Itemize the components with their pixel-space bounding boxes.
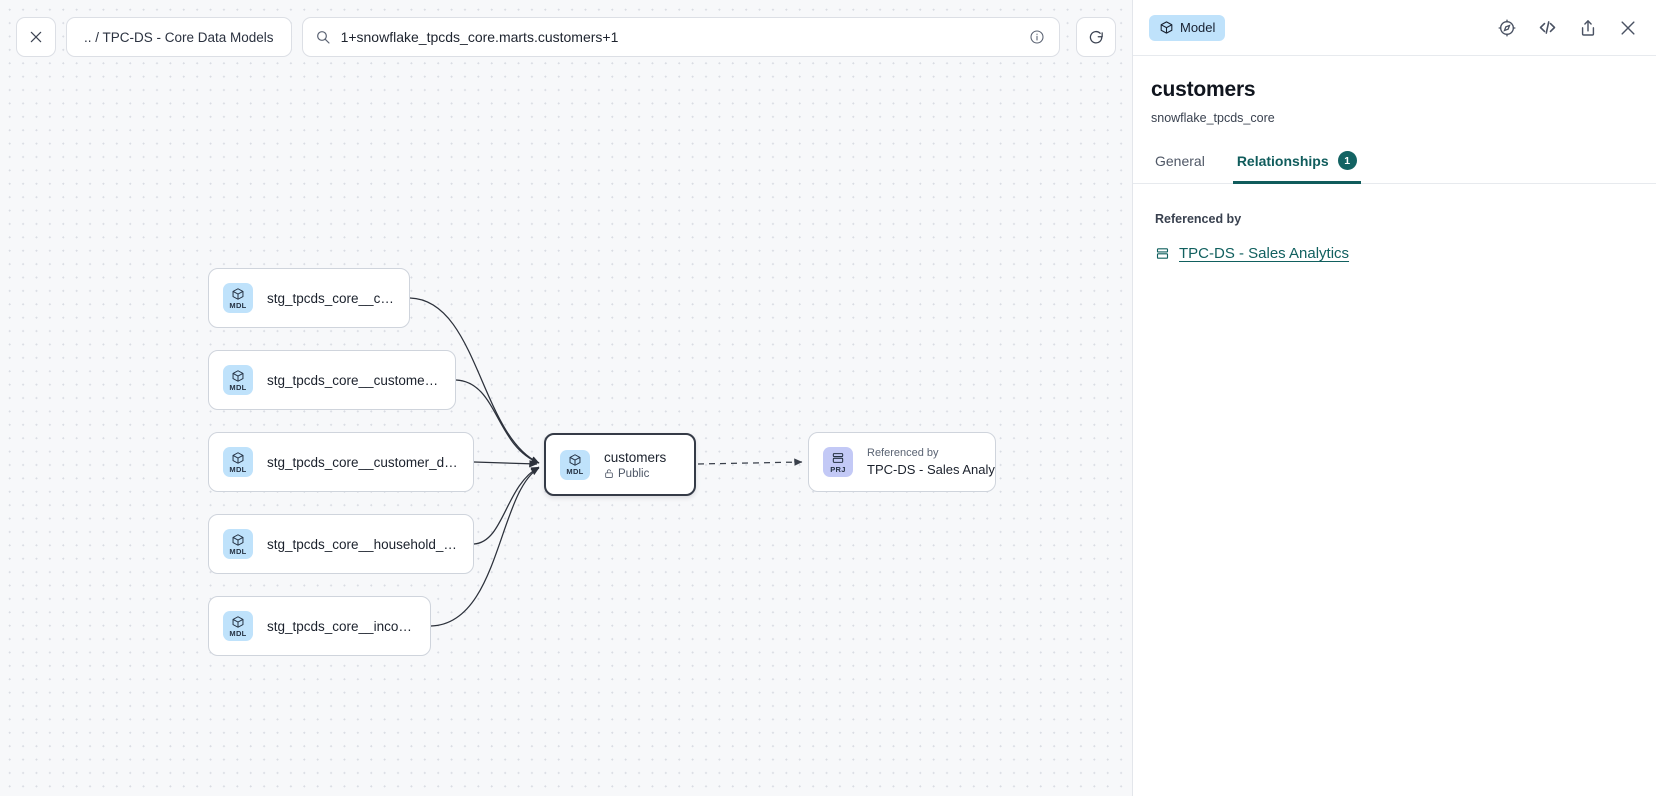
refresh-icon <box>1089 30 1103 43</box>
tab-label: General <box>1155 152 1205 169</box>
model-badge-label: MDL <box>229 464 247 474</box>
lineage-node-stg-customer-demographics[interactable]: MDL stg_tpcds_core__customer_demogra… <box>208 432 474 492</box>
lineage-node-sales-analytics-project[interactable]: PRJ Referenced by TPC-DS - Sales Analyti… <box>808 432 996 492</box>
panel-header-actions <box>1497 17 1638 38</box>
lock-icon <box>605 469 613 478</box>
model-badge-label: MDL <box>566 467 584 477</box>
search-icon <box>316 31 330 44</box>
lineage-node-customers-selected[interactable]: MDL customers Public <box>544 433 696 496</box>
project-badge-icon: PRJ <box>823 447 853 477</box>
project-badge-label: PRJ <box>830 464 846 474</box>
lineage-node-kicker: Referenced by <box>867 447 939 459</box>
lineage-node-title: TPC-DS - Sales Analytics <box>867 462 995 477</box>
panel-subtitle: snowflake_tpcds_core <box>1151 111 1275 125</box>
lineage-node-title: stg_tpcds_core__income_band <box>267 618 416 634</box>
code-icon[interactable] <box>1537 17 1558 38</box>
explore-compass-icon[interactable] <box>1497 18 1517 38</box>
panel-body: Referenced by TPC-DS - Sales Analytics <box>1133 184 1656 796</box>
project-icon <box>1156 248 1169 259</box>
lineage-canvas[interactable]: MDL stg_tpcds_core__customer MDL stg_tpc… <box>0 0 1132 796</box>
share-icon[interactable] <box>1578 18 1598 38</box>
lineage-toolbar: .. / TPC-DS - Core Data Models <box>0 0 1132 74</box>
info-icon[interactable] <box>1029 29 1045 45</box>
close-lineage-button[interactable] <box>16 17 56 57</box>
tab-general[interactable]: General <box>1151 151 1209 184</box>
visibility-label: Public <box>618 467 650 480</box>
lineage-node-stg-customer-address[interactable]: MDL stg_tpcds_core__customer_address <box>208 350 456 410</box>
panel-title-block: customers snowflake_tpcds_core <box>1133 56 1656 125</box>
model-badge-label: MDL <box>229 382 247 392</box>
status-badge: 1 <box>1337 151 1357 170</box>
model-badge-icon: MDL <box>223 611 253 641</box>
panel-header: Model <box>1133 0 1656 56</box>
search-bar[interactable] <box>301 17 1060 57</box>
lineage-edges <box>409 297 803 627</box>
tab-relationships[interactable]: Relationships 1 <box>1232 151 1361 184</box>
lineage-graph: MDL stg_tpcds_core__customer MDL stg_tpc… <box>208 268 996 656</box>
lineage-node-visibility: Public <box>604 468 666 480</box>
close-panel-icon[interactable] <box>1618 18 1638 38</box>
details-side-panel: Model <box>1132 0 1656 796</box>
model-badge-icon: MDL <box>560 449 590 480</box>
breadcrumb[interactable]: .. / TPC-DS - Core Data Models <box>66 17 292 57</box>
model-badge-label: MDL <box>229 546 247 556</box>
close-icon <box>30 31 42 43</box>
panel-tabs: General Relationships 1 <box>1133 151 1656 184</box>
model-badge-label: MDL <box>229 628 247 638</box>
cube-icon <box>1160 21 1173 34</box>
lineage-node-title: stg_tpcds_core__customer <box>267 290 395 306</box>
lineage-node-title: stg_tpcds_core__customer_demogra… <box>267 454 459 470</box>
lineage-node-stg-customer[interactable]: MDL stg_tpcds_core__customer <box>208 268 410 328</box>
model-badge-icon: MDL <box>223 365 253 395</box>
entity-type-label: Model <box>1180 20 1216 35</box>
lineage-node-stg-household-demographics[interactable]: MDL stg_tpcds_core__household_demogr… <box>208 514 474 574</box>
model-badge-icon: MDL <box>223 529 253 559</box>
model-badge-icon: MDL <box>223 447 253 477</box>
model-badge-label: MDL <box>229 300 247 310</box>
lineage-node-title: stg_tpcds_core__household_demogr… <box>267 536 459 552</box>
entity-type-badge: Model <box>1149 14 1226 41</box>
search-input[interactable] <box>340 29 1019 45</box>
refresh-button[interactable] <box>1076 17 1116 57</box>
list-item[interactable]: TPC-DS - Sales Analytics <box>1155 245 1638 262</box>
lineage-node-title: stg_tpcds_core__customer_address <box>267 372 441 388</box>
tab-label: Relationships <box>1236 152 1329 169</box>
model-badge-icon: MDL <box>223 283 253 313</box>
page-title: customers <box>1151 78 1256 101</box>
section-label-referenced-by: Referenced by <box>1155 212 1242 226</box>
lineage-node-title: customers <box>604 449 667 465</box>
lineage-node-stg-income-band[interactable]: MDL stg_tpcds_core__income_band <box>208 596 431 656</box>
reference-link[interactable]: TPC-DS - Sales Analytics <box>1179 245 1350 262</box>
